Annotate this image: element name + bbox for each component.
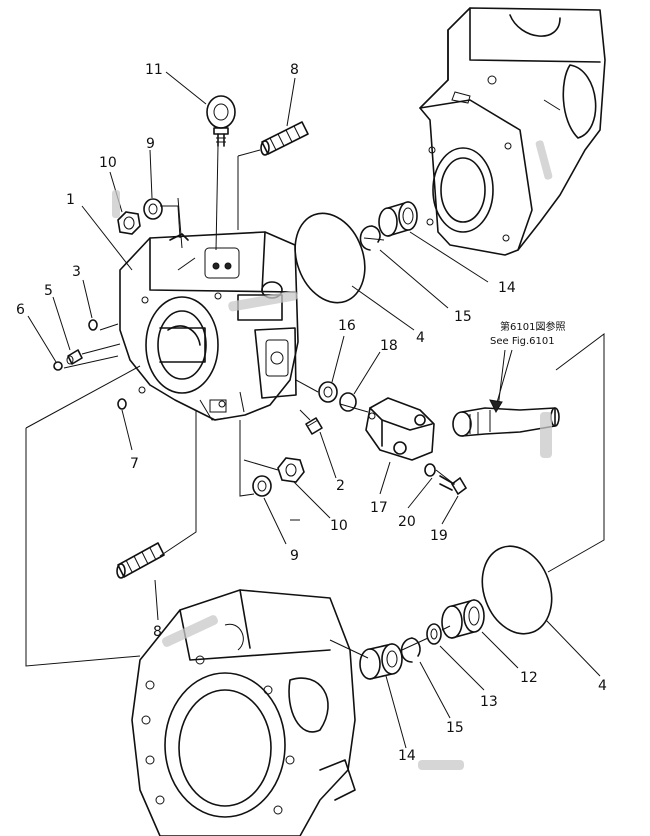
callout-12: 12 [520, 670, 538, 686]
callout-9-upper: 9 [146, 136, 155, 152]
bearing-12 [441, 599, 485, 639]
small-oring-3 [88, 319, 98, 331]
callout-19: 19 [430, 528, 448, 544]
leader-lines [25, 71, 605, 749]
needle-bearing-upper [378, 201, 418, 237]
lower-pump-housing [131, 589, 356, 836]
callout-18: 18 [380, 338, 398, 354]
reference-arrow [489, 349, 513, 414]
callout-14-lower: 14 [398, 748, 416, 764]
bolt-19 [439, 475, 468, 496]
reference-note: 第6101図参照 See Fig.6101 [490, 320, 565, 347]
callout-7: 7 [130, 456, 139, 472]
callout-labels: 11 8 9 10 1 3 5 6 7 2 10 9 8 4 15 14 16 … [16, 62, 607, 764]
eye-bolt [206, 95, 236, 147]
callout-8-lower: 8 [153, 624, 162, 640]
upper-pump-housing [419, 7, 606, 256]
servo-cover-17 [365, 397, 435, 461]
needle-bearing-lower [359, 643, 403, 680]
snap-ring-upper [359, 225, 381, 251]
stud-bolt-lower [116, 542, 165, 579]
callout-8-upper: 8 [290, 62, 299, 78]
washer-20 [424, 463, 436, 477]
callout-5: 5 [44, 283, 53, 299]
callout-16: 16 [338, 318, 356, 334]
oring-18 [339, 392, 357, 412]
large-oring-lower [481, 545, 553, 635]
callout-11: 11 [145, 62, 163, 78]
reference-note-japanese: 第6101図参照 [500, 320, 565, 333]
callout-20: 20 [398, 514, 416, 530]
callout-15-upper: 15 [454, 309, 472, 325]
callout-10-upper: 10 [99, 155, 117, 171]
washer-13 [426, 623, 442, 645]
callout-15-lower: 15 [446, 720, 464, 736]
hex-nut-upper [117, 211, 141, 235]
hex-nut-lower [277, 457, 305, 483]
callout-4-lower: 4 [598, 678, 607, 694]
callout-13: 13 [480, 694, 498, 710]
callout-10-lower: 10 [330, 518, 348, 534]
seal-16 [318, 381, 338, 403]
watermark-smudges [112, 140, 553, 770]
set-screw-2 [305, 417, 323, 435]
small-oring-6 [53, 361, 63, 371]
pump-head-block [119, 231, 299, 421]
callout-17: 17 [370, 500, 388, 516]
callout-3: 3 [72, 264, 81, 280]
stud-bolt-upper [260, 121, 309, 156]
callout-4-upper: 4 [416, 330, 425, 346]
callout-1: 1 [66, 192, 75, 208]
snap-ring-lower [400, 637, 421, 663]
callout-14-upper: 14 [498, 280, 516, 296]
large-oring-upper [294, 212, 366, 304]
callout-9-lower: 9 [290, 548, 299, 564]
plug-5 [66, 349, 83, 365]
callout-6: 6 [16, 302, 25, 318]
callout-2: 2 [336, 478, 345, 494]
small-oring-7 [117, 398, 127, 410]
reference-note-english: See Fig.6101 [490, 336, 555, 347]
washer-lower [252, 475, 272, 497]
washer-upper [143, 198, 163, 220]
